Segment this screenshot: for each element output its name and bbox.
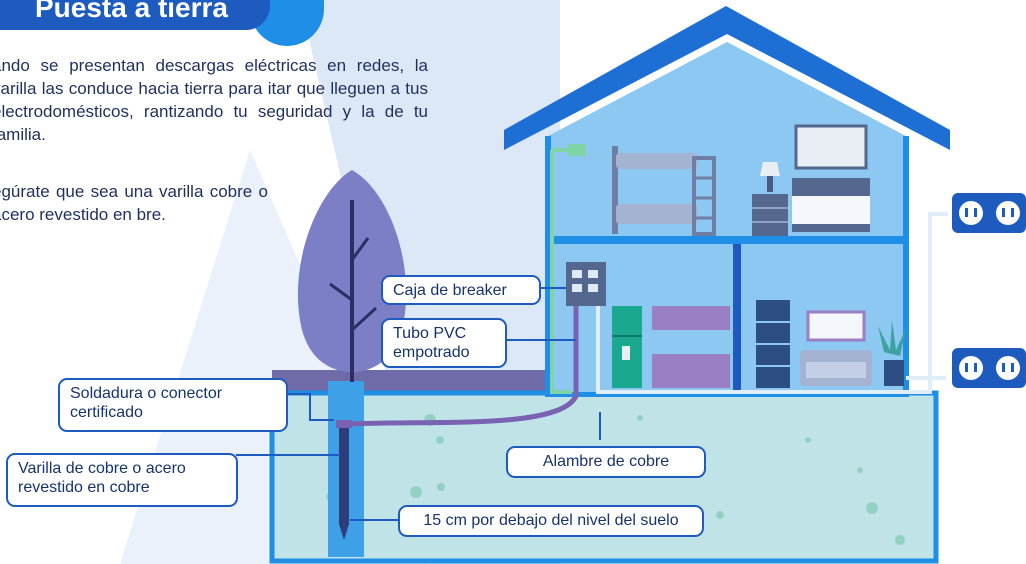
lamp-icon (752, 162, 788, 236)
breaker-panel-icon (566, 262, 606, 306)
label-breaker-box: Caja de breaker (381, 275, 541, 305)
label-welding: Soldadura o conector certificado (58, 378, 288, 432)
label-depth: 15 cm por debajo del nivel del suelo (398, 505, 704, 537)
page-title: Puesta a tierra (0, 0, 270, 30)
kitchen-counter (652, 354, 730, 388)
fridge-icon (612, 306, 642, 388)
grounding-rod-icon (339, 424, 349, 524)
wall-picture (794, 124, 868, 170)
sofa-icon (800, 350, 872, 386)
tv-screen (806, 310, 866, 342)
ground-surface (272, 370, 552, 394)
outlet-wire (596, 212, 948, 394)
bookshelf-icon (756, 300, 790, 388)
label-copper-wire: Alambre de cobre (506, 446, 706, 478)
kitchen-cabinets (652, 306, 730, 330)
tree-icon (297, 170, 407, 382)
bunk-bed-icon (612, 146, 716, 236)
socket-icon (958, 201, 983, 225)
socket-icon (995, 356, 1020, 380)
electrical-outlet-icon (952, 193, 1026, 233)
bed-icon (792, 178, 870, 232)
pvc-tube (347, 306, 579, 427)
intro-paragraph: ando se presentan descargas eléctricas e… (0, 56, 428, 144)
electrical-outlet-icon (952, 348, 1026, 388)
label-pvc-tube: Tubo PVC empotrado (381, 318, 507, 368)
label-rod: Varilla de cobre o acero revestido en co… (6, 453, 238, 507)
socket-icon (958, 356, 983, 380)
advice-paragraph: egúrate que sea una varilla cobre o acer… (0, 182, 268, 224)
copper-wire (550, 150, 572, 394)
plant-icon (878, 320, 906, 386)
socket-icon (995, 201, 1020, 225)
